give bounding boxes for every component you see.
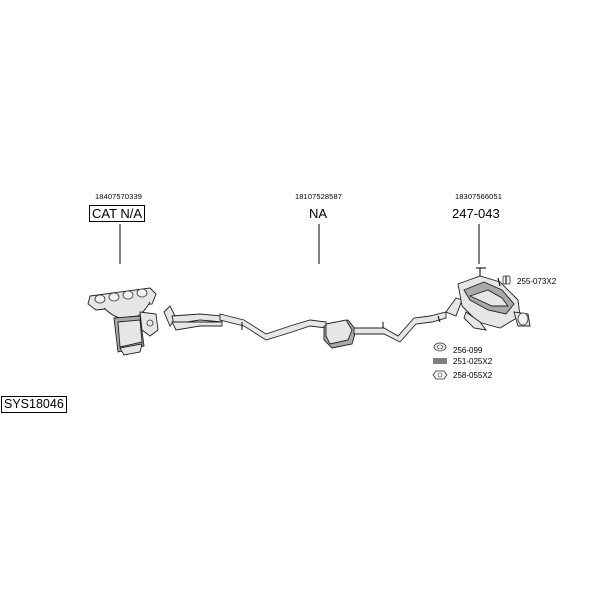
accessory-code-nut[interactable]: 258-055X2 [453, 371, 493, 380]
rear-silencer-part [445, 267, 531, 331]
accessory-code-hanger[interactable]: 255-073X2 [517, 277, 557, 286]
catalyst-manifold-part [87, 287, 159, 356]
accessory-code-gasket[interactable]: 256-099 [453, 346, 483, 355]
nut-icon [432, 370, 448, 380]
part-code-rear-silencer[interactable]: 247-043 [452, 206, 500, 221]
spring-icon [433, 358, 447, 364]
part-code-catalyst[interactable]: CAT N/A [89, 205, 146, 222]
oem-number-rear-silencer: 18307566051 [455, 192, 502, 201]
oem-number-middle-silencer: 18107528587 [295, 192, 342, 201]
gasket-ring-icon [433, 342, 447, 352]
oem-number-catalyst: 18407570339 [95, 192, 142, 201]
middle-pipe-silencer-part [163, 305, 447, 349]
accessory-code-spring[interactable]: 251-025X2 [453, 357, 493, 366]
system-id-label: SYS18046 [1, 396, 67, 413]
part-code-middle-silencer[interactable]: NA [309, 206, 328, 221]
rubber-hanger-icon [502, 275, 511, 285]
